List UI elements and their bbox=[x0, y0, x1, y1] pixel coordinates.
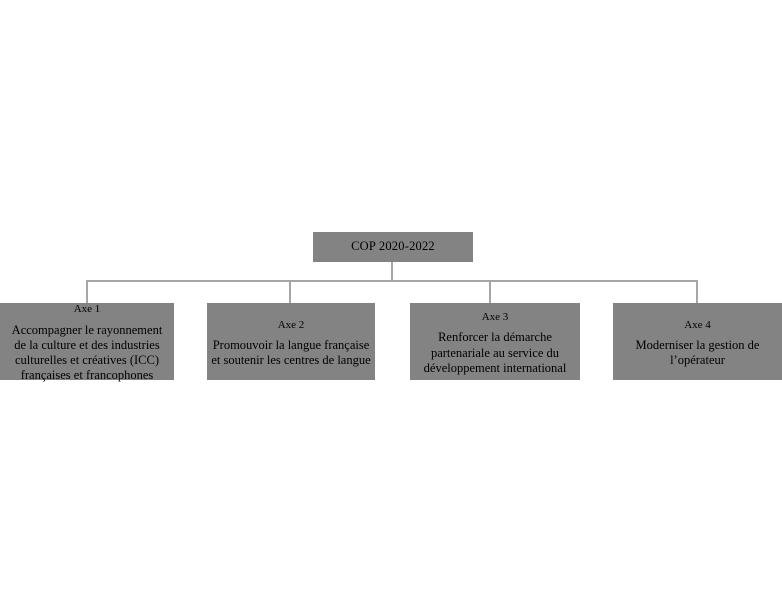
node-axe-3-line-3: développement international bbox=[423, 360, 567, 375]
connector-drop-axe1 bbox=[86, 280, 88, 303]
node-axe-1-description: Accompagner le rayonnement de la culture… bbox=[12, 323, 163, 384]
node-axe-3-line-2: partenariale au service du bbox=[430, 345, 560, 360]
node-axe-4[interactable]: Axe 4 Moderniser la gestion de l’opérate… bbox=[613, 303, 782, 380]
node-axe-2-line-2: et soutenir les centres de langue bbox=[211, 353, 371, 368]
node-axe-4-line-1: Moderniser la gestion de bbox=[635, 337, 760, 352]
node-axe-2-line-1: Promouvoir la langue française bbox=[212, 337, 370, 352]
node-cop-root[interactable]: COP 2020-2022 bbox=[313, 232, 473, 262]
node-axe-3-description: Renforcer la démarche partenariale au se… bbox=[424, 330, 567, 376]
connector-drop-axe3 bbox=[489, 280, 491, 303]
connector-root-stem bbox=[391, 262, 393, 281]
node-axe-3[interactable]: Axe 3 Renforcer la démarche partenariale… bbox=[410, 303, 580, 380]
node-axe-4-description: Moderniser la gestion de l’opérateur bbox=[636, 338, 760, 369]
node-axe-1-line-1: Accompagner le rayonnement bbox=[11, 322, 163, 337]
node-axe-4-line-2: l’opérateur bbox=[670, 353, 725, 368]
node-axe-1-title: Axe 1 bbox=[73, 303, 101, 316]
node-axe-1[interactable]: Axe 1 Accompagner le rayonnement de la c… bbox=[0, 303, 174, 382]
node-axe-4-title: Axe 4 bbox=[684, 318, 711, 331]
node-axe-2-description: Promouvoir la langue française et souten… bbox=[203, 338, 379, 369]
connector-drop-axe4 bbox=[696, 280, 698, 303]
node-axe-3-line-1: Renforcer la démarche bbox=[438, 330, 552, 345]
connector-drop-axe2 bbox=[289, 280, 291, 303]
node-axe-1-line-2: de la culture et des industries bbox=[14, 337, 160, 352]
node-axe-2-title: Axe 2 bbox=[277, 318, 305, 331]
node-axe-1-line-4: françaises et francophones bbox=[20, 368, 154, 383]
node-axe-3-title: Axe 3 bbox=[481, 310, 509, 323]
node-axe-2[interactable]: Axe 2 Promouvoir la langue française et … bbox=[207, 303, 375, 380]
connector-horizontal-bus bbox=[87, 280, 698, 282]
node-axe-1-line-3: culturelles et créatives (ICC) bbox=[14, 353, 160, 368]
node-root-label: COP 2020-2022 bbox=[351, 239, 435, 254]
